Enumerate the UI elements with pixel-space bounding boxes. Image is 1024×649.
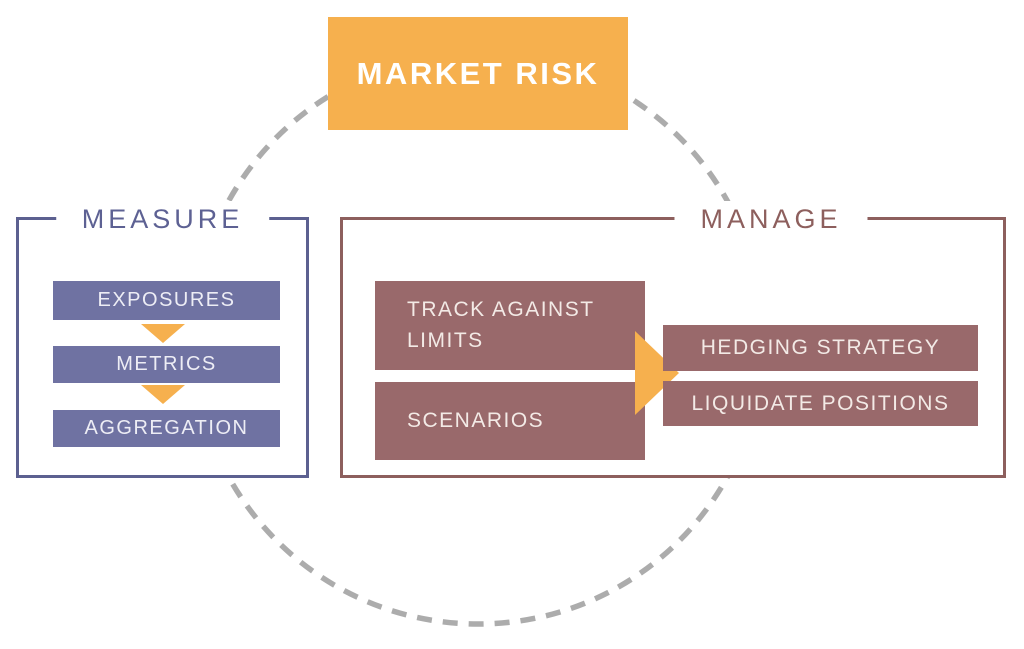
measure-step-aggregation: AGGREGATION bbox=[53, 410, 280, 447]
manage-panel-title: MANAGE bbox=[674, 201, 868, 237]
manage-input-scenarios: SCENARIOS bbox=[375, 382, 645, 460]
down-arrow-icon bbox=[140, 324, 185, 343]
market-risk-box: MARKET RISK bbox=[328, 17, 628, 130]
measure-step-metrics: METRICS bbox=[53, 346, 280, 383]
manage-panel: MANAGE TRACK AGAINST LIMITS SCENARIOS HE… bbox=[340, 201, 1006, 478]
manage-output-liquidate-positions: LIQUIDATE POSITIONS bbox=[663, 381, 978, 426]
manage-input-track-against-limits: TRACK AGAINST LIMITS bbox=[375, 281, 645, 370]
measure-panel: MEASURE EXPOSURES METRICS AGGREGATION bbox=[16, 201, 309, 478]
down-arrow-icon bbox=[140, 385, 185, 404]
market-risk-label: MARKET RISK bbox=[356, 55, 600, 91]
measure-step-exposures: EXPOSURES bbox=[53, 281, 280, 320]
measure-panel-title: MEASURE bbox=[55, 201, 270, 237]
manage-output-hedging-strategy: HEDGING STRATEGY bbox=[663, 325, 978, 371]
